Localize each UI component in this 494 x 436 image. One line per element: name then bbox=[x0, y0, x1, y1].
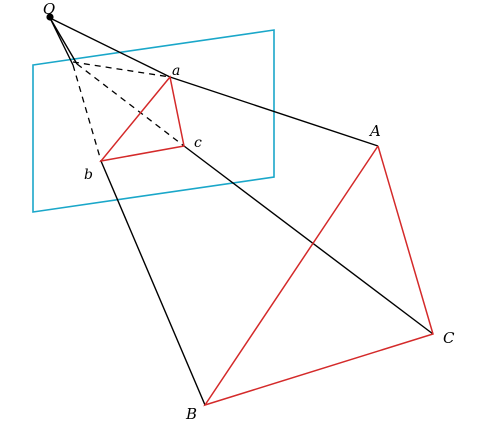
label-B: B bbox=[185, 405, 197, 423]
label-b: b bbox=[84, 167, 93, 183]
label-c: c bbox=[194, 135, 202, 151]
image-plane bbox=[32, 29, 275, 213]
ray-O-a-dashed bbox=[72, 61, 171, 78]
ray-a-A bbox=[169, 76, 379, 147]
ray-O-c-dashed bbox=[76, 63, 185, 147]
ray-O-b-dashed bbox=[72, 64, 102, 162]
image-triangle-abc bbox=[99, 75, 185, 163]
ray-b-B bbox=[100, 160, 206, 406]
label-a: a bbox=[172, 63, 180, 79]
ray-c-C bbox=[183, 145, 434, 335]
object-triangle-ABC bbox=[203, 145, 434, 407]
label-C: C bbox=[443, 329, 455, 347]
ray-O-a-solid bbox=[49, 17, 171, 78]
label-A: A bbox=[368, 122, 381, 140]
label-O: O bbox=[43, 0, 55, 18]
ray-O-c-solid bbox=[49, 17, 78, 65]
projection-center-point bbox=[46, 13, 54, 21]
